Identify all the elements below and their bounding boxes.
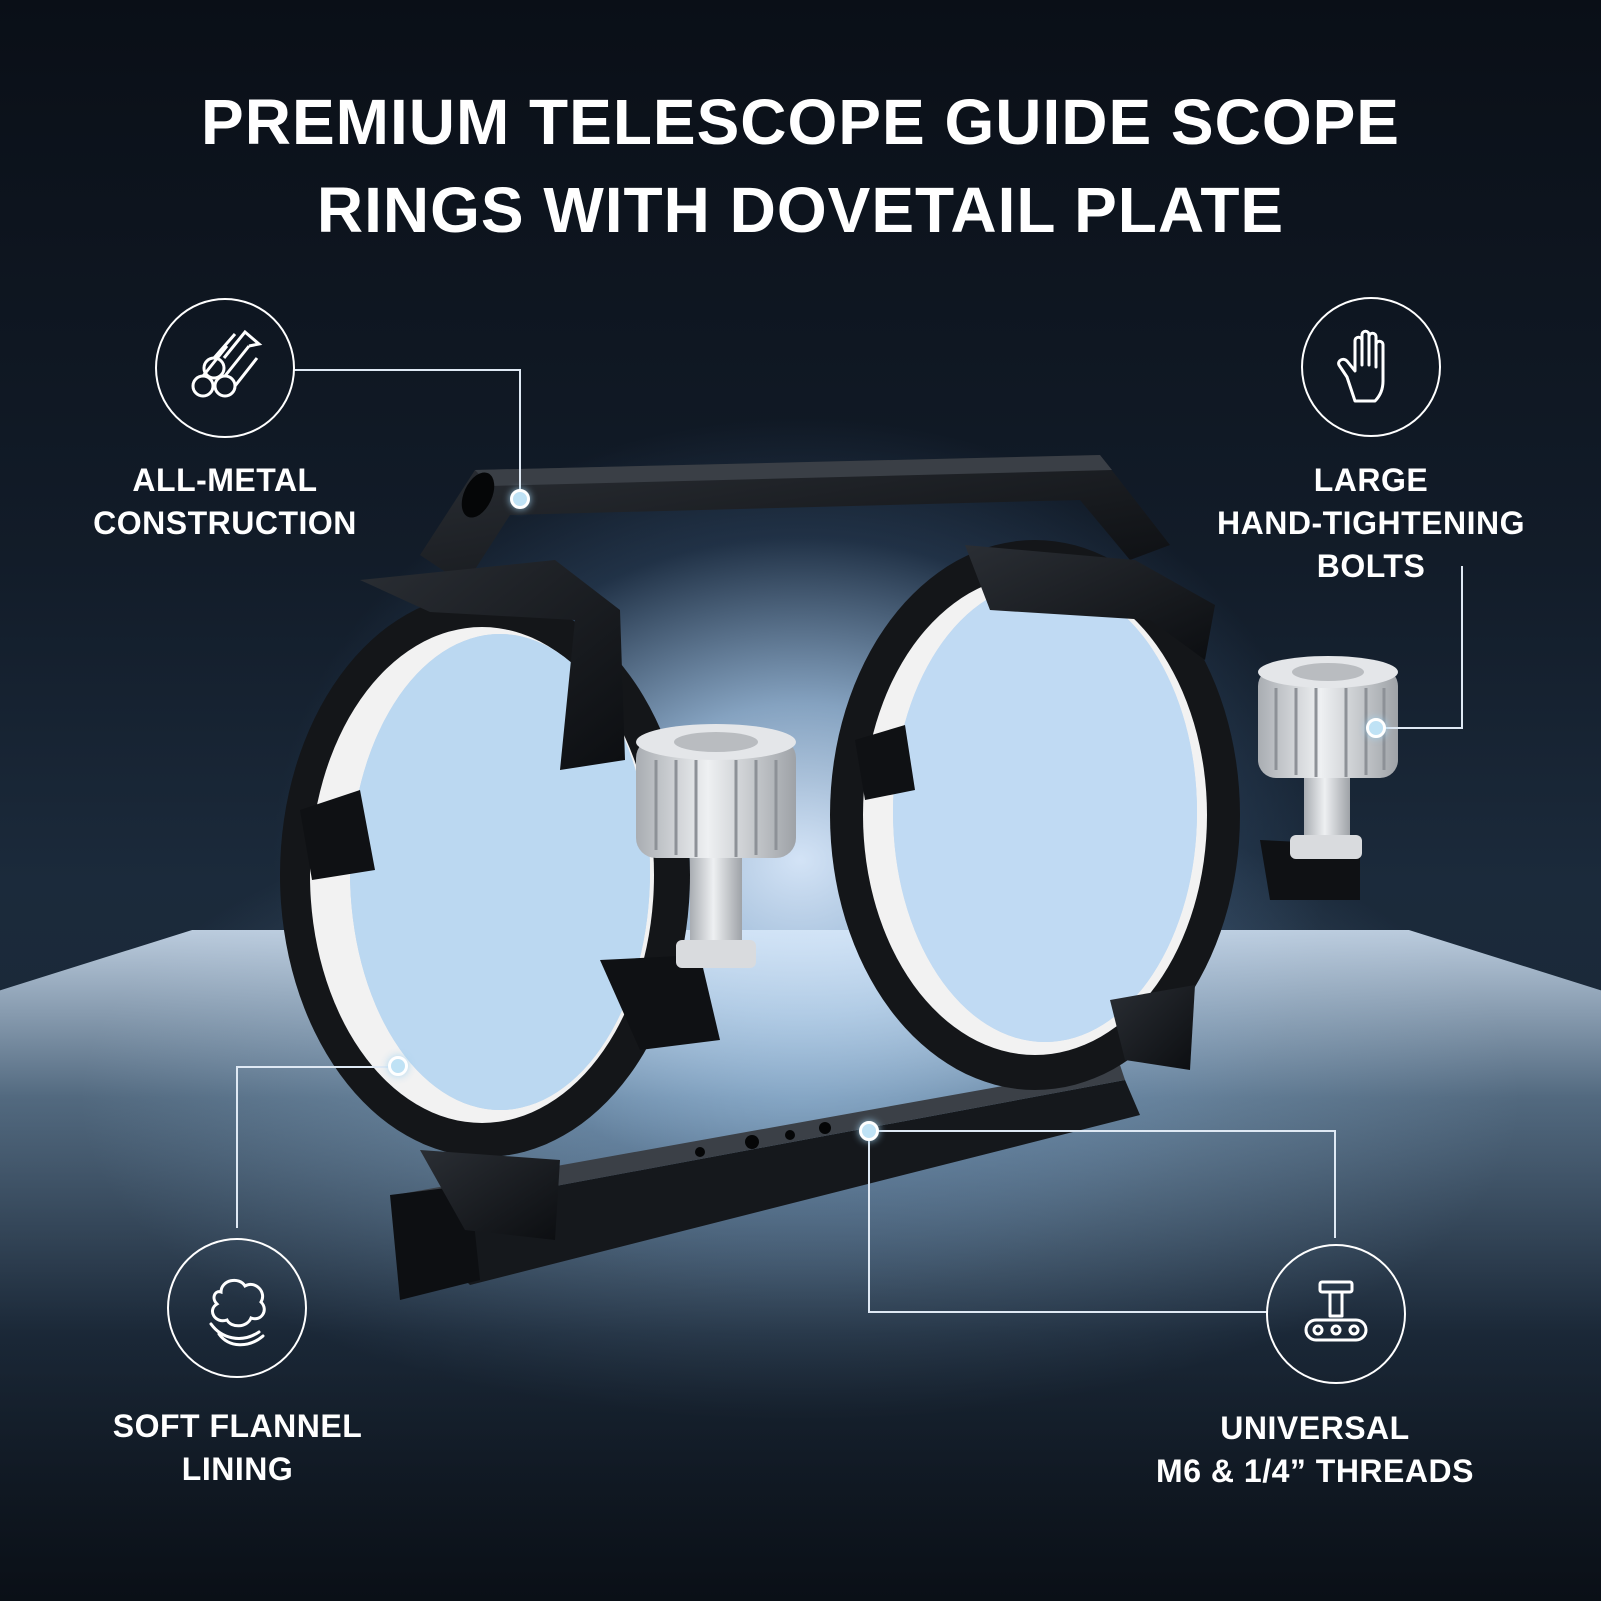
metal-bars-icon — [155, 298, 295, 438]
callout-dot-bolts — [1366, 718, 1386, 738]
connector-flannel-v — [236, 1066, 238, 1228]
hand-icon — [1301, 297, 1441, 437]
cotton-icon — [167, 1238, 307, 1378]
title-line-1: PREMIUM TELESCOPE GUIDE SCOPE — [201, 86, 1400, 158]
page-title: PREMIUM TELESCOPE GUIDE SCOPE RINGS WITH… — [0, 78, 1601, 254]
callout-dot-threads — [859, 1121, 879, 1141]
feature-bolts-label: LARGE HAND-TIGHTENING BOLTS — [1217, 462, 1525, 584]
connector-flannel-h — [237, 1066, 397, 1068]
feature-flannel-label: SOFT FLANNEL LINING — [112, 1408, 363, 1487]
title-line-2: RINGS WITH DOVETAIL PLATE — [316, 174, 1285, 246]
connector-threads-h-bottom — [868, 1311, 1268, 1313]
connector-bolts-v — [1461, 566, 1463, 728]
dovetail-mount-icon — [1266, 1244, 1406, 1384]
feature-threads-label: UNIVERSAL M6 & 1/4” THREADS — [1156, 1410, 1474, 1489]
top-handle-bar — [420, 455, 1170, 585]
feature-all-metal-label: ALL-METAL CONSTRUCTION — [93, 462, 357, 541]
right-ring — [830, 540, 1360, 1090]
callout-dot-flannel — [388, 1056, 408, 1076]
connector-threads-v-left — [868, 1130, 870, 1313]
connector-threads-v-right — [1334, 1130, 1336, 1238]
connector-threads-h-top — [868, 1130, 1336, 1132]
left-ring — [280, 560, 720, 1240]
connector-all-metal-h — [293, 369, 521, 371]
left-tightening-knob — [636, 724, 796, 968]
right-tightening-knob — [1258, 656, 1398, 859]
callout-dot-all-metal — [510, 489, 530, 509]
connector-bolts-h — [1378, 727, 1463, 729]
connector-all-metal-v — [519, 369, 521, 499]
